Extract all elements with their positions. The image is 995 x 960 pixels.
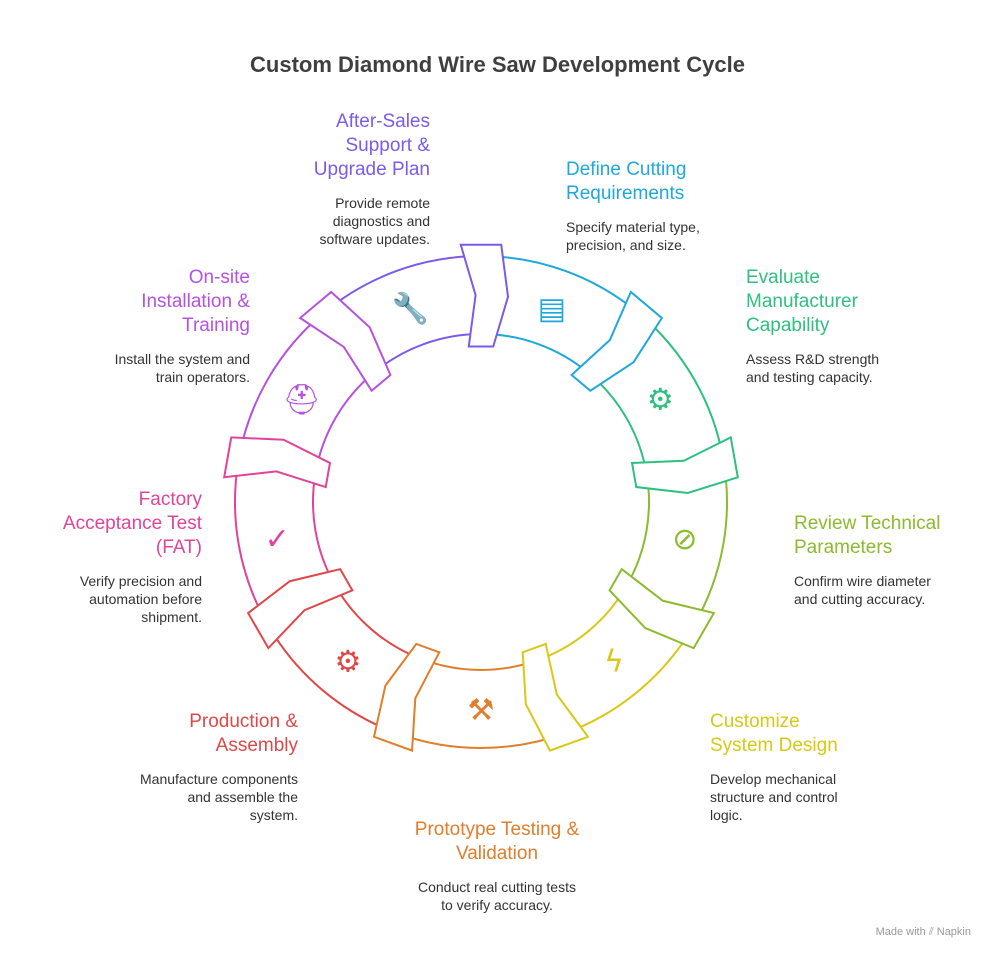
diagram-title: Custom Diamond Wire Saw Development Cycl… [250,52,745,77]
step-onsite-installation: On-site Installation & Training Install … [40,266,250,386]
blueprint-icon: ▤ [538,291,566,326]
step-evaluate-manufacturer: Evaluate Manufacturer Capability Assess … [746,266,956,386]
cycle-connector-chevron [608,567,716,650]
ring-segment [234,459,269,626]
ring-segment [625,472,650,587]
wrench-gear-icon: 🔧 [392,289,429,326]
step-title: Define Cutting Requirements [566,159,687,204]
worker-wrench-icon: ⛑ [283,383,321,418]
step-title: Factory Acceptance Test (FAT) [62,489,202,558]
step-desc: Develop mechanical structure and control… [710,771,838,823]
step-title: Customize System Design [710,711,838,756]
step-title: After-Sales Support & Upgrade Plan [313,111,430,180]
step-define-requirements: Define Cutting Requirements Specify mate… [566,158,776,254]
step-production-assembly: Production & Assembly Manufacture compon… [88,710,298,824]
step-desc: Confirm wire diameter and cutting accura… [794,573,931,607]
cycle-connector-chevron [298,290,392,393]
step-title: Evaluate Manufacturer Capability [746,267,858,336]
step-desc: Install the system and train operators. [114,351,250,385]
step-title: Prototype Testing & Validation [414,819,580,864]
cycle-connector-chevron [246,568,354,650]
ring-segment [312,472,337,587]
ring-segment [396,732,566,749]
step-title: Production & Assembly [189,711,298,756]
step-customize-design: Customize System Design Develop mechanic… [710,710,920,824]
ring-segment [480,333,590,375]
step-review-parameters: Review Technical Parameters Confirm wire… [794,512,995,608]
step-factory-acceptance-test: Factory Acceptance Test (FAT) Verify pre… [0,488,202,626]
step-desc: Assess R&D strength and testing capacity… [746,351,880,385]
cycle-connector-chevron [222,436,332,489]
ring-segment [588,372,648,474]
step-title: On-site Installation & Training [141,267,250,336]
made-with-napkin-footer: Made with ⫽ Napkin [875,926,971,938]
cycle-connector-chevron [372,642,441,753]
inspection-gear-icon: ⚙ [647,383,674,418]
ring-segment [372,333,482,375]
level-gauge-icon: ⊘ [672,522,697,557]
cycle-connector-chevron [630,435,739,494]
cycle-connector-chevron [459,243,510,348]
step-desc: Provide remote diagnostics and software … [319,195,430,247]
saw-icon: ⚒ [468,693,495,728]
step-after-sales-support: After-Sales Support & Upgrade Plan Provi… [220,110,430,248]
step-desc: Manufacture components and assemble the … [140,771,298,823]
robot-arm-icon: ⚙ [334,645,361,680]
cycle-connector-chevron [570,290,664,392]
step-title: Review Technical Parameters [794,513,941,558]
ring-segment [314,372,374,474]
lightning-icon: ϟ [604,645,624,680]
step-desc: Verify precision and automation before s… [79,573,202,625]
step-desc: Specify material type, precision, and si… [566,219,700,253]
step-desc: Conduct real cutting tests to verify acc… [418,879,576,913]
clipboard-check-icon: ✓ [265,522,290,557]
cycle-connector-chevron [521,642,590,752]
ring-segment [423,658,539,671]
step-prototype-testing: Prototype Testing & Validation Conduct r… [392,818,602,914]
